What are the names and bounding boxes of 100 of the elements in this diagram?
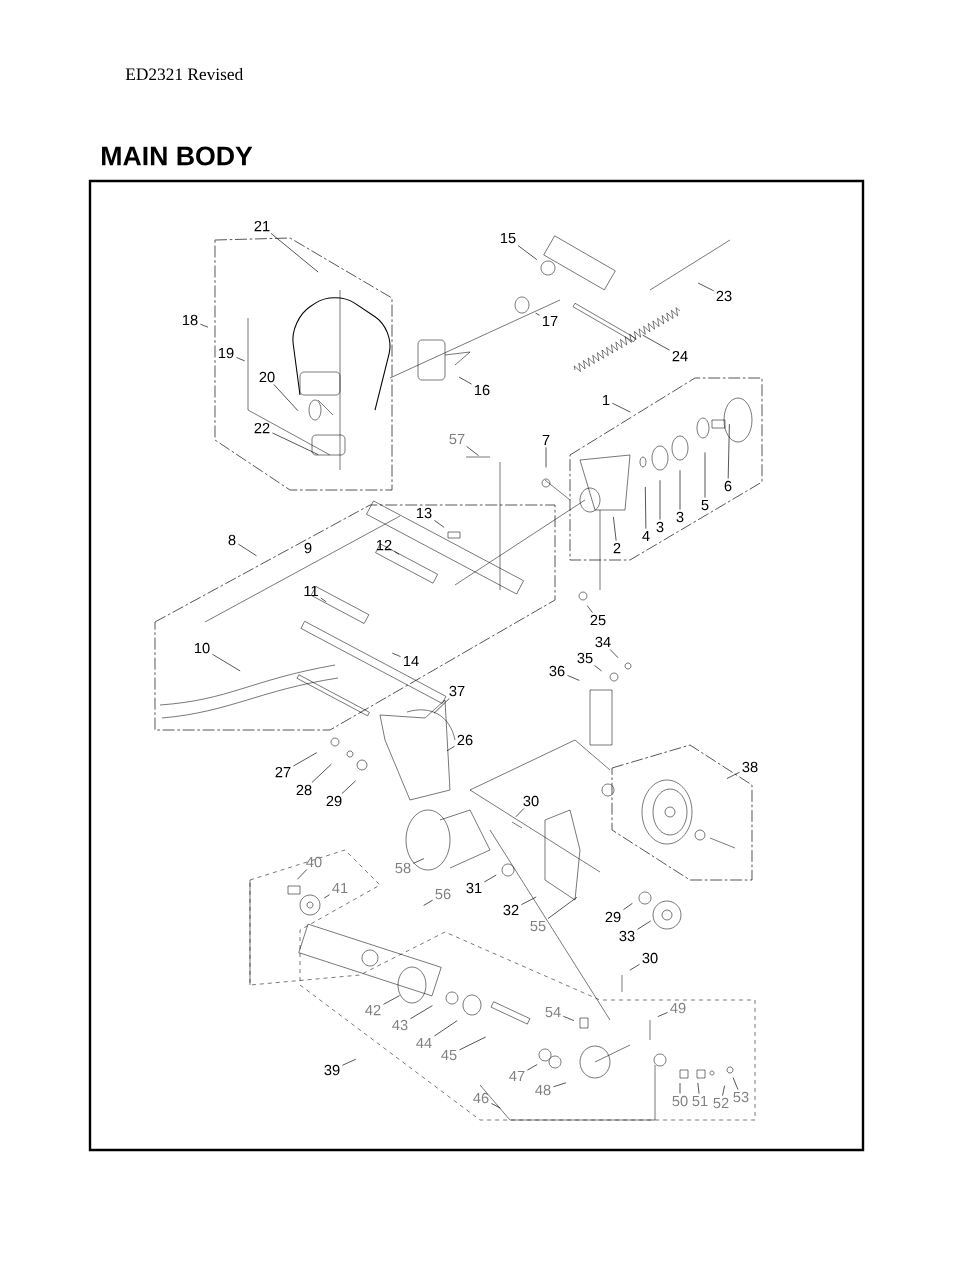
callout-number: 52 bbox=[713, 1097, 729, 1109]
callout-number: 26 bbox=[457, 734, 473, 746]
leader-line bbox=[311, 763, 332, 783]
callout-number: 30 bbox=[642, 952, 658, 964]
callout-number: 12 bbox=[376, 539, 392, 551]
leader-line bbox=[323, 894, 330, 899]
callout-number: 7 bbox=[542, 435, 550, 446]
callout-number: 51 bbox=[692, 1095, 708, 1107]
callout-number: 48 bbox=[535, 1084, 551, 1096]
leader-line bbox=[410, 1005, 433, 1020]
callout-number: 3 bbox=[676, 511, 684, 523]
callout-number: 56 bbox=[435, 888, 451, 900]
callout-number: 29 bbox=[326, 795, 342, 807]
leader-line bbox=[320, 597, 327, 603]
callout-number: 44 bbox=[416, 1038, 432, 1049]
callout-number: 5 bbox=[701, 499, 709, 511]
callout-number: 41 bbox=[332, 883, 348, 894]
leader-line bbox=[697, 1082, 700, 1094]
leader-line bbox=[535, 312, 540, 316]
revision-note: ED2321 Revised bbox=[125, 67, 243, 81]
leader-line bbox=[293, 752, 318, 767]
callout-number: 49 bbox=[670, 1002, 686, 1014]
callout-number: 39 bbox=[324, 1064, 340, 1076]
leader-line bbox=[446, 745, 455, 752]
leader-line bbox=[644, 486, 647, 530]
leader-line bbox=[466, 446, 479, 456]
callout-number: 4 bbox=[642, 531, 650, 542]
leader-line bbox=[527, 1064, 538, 1071]
callout-number: 29 bbox=[605, 911, 621, 923]
callout-number: 43 bbox=[392, 1019, 408, 1031]
callout-number: 17 bbox=[542, 315, 558, 327]
callout-number: 1 bbox=[603, 395, 610, 406]
leader-line bbox=[586, 605, 593, 613]
callout-number: 58 bbox=[395, 862, 411, 874]
callout-number: 15 bbox=[500, 232, 516, 244]
callout-number: 45 bbox=[441, 1049, 457, 1061]
leader-line bbox=[458, 376, 472, 385]
callout-number: 6 bbox=[724, 480, 732, 492]
callout-number: 40 bbox=[306, 856, 322, 868]
callout-number: 13 bbox=[416, 507, 432, 519]
callout-number: 25 bbox=[590, 614, 606, 626]
callout-number: 21 bbox=[254, 220, 270, 232]
leader-line bbox=[727, 423, 730, 479]
callout-number: 42 bbox=[365, 1004, 381, 1016]
leader-line bbox=[704, 452, 706, 498]
leader-line bbox=[623, 902, 633, 910]
callout-number: 28 bbox=[296, 784, 312, 796]
callout-number: 30 bbox=[523, 795, 539, 807]
leader-line bbox=[238, 543, 257, 557]
callout-number: 22 bbox=[254, 422, 270, 434]
callout-number: 50 bbox=[672, 1095, 688, 1107]
leader-line bbox=[612, 402, 631, 413]
callout-number: 27 bbox=[275, 766, 291, 778]
leader-line bbox=[697, 282, 714, 292]
leader-line bbox=[341, 780, 356, 794]
leader-line bbox=[272, 432, 319, 455]
leader-line bbox=[391, 652, 401, 657]
leader-line bbox=[491, 1103, 501, 1109]
callout-number: 16 bbox=[474, 384, 490, 396]
leader-line bbox=[394, 551, 400, 555]
leader-line bbox=[629, 963, 640, 971]
callout-number: 38 bbox=[742, 761, 758, 773]
callout-number: 8 bbox=[228, 534, 236, 546]
leader-line bbox=[200, 323, 209, 328]
leader-line bbox=[434, 1020, 458, 1037]
leader-line bbox=[726, 771, 740, 779]
leader-line bbox=[563, 1015, 575, 1021]
callout-number: 34 bbox=[595, 636, 611, 648]
leader-line bbox=[413, 858, 425, 864]
leader-line bbox=[297, 869, 308, 880]
leader-line bbox=[423, 899, 433, 906]
callout-number: 2 bbox=[613, 542, 621, 554]
leader-line bbox=[212, 653, 241, 672]
callout-number: 24 bbox=[672, 350, 688, 362]
leader-line bbox=[659, 479, 661, 520]
leader-line bbox=[521, 896, 537, 905]
callout-number: 46 bbox=[473, 1092, 489, 1104]
callout-number: 10 bbox=[194, 642, 210, 654]
leader-line bbox=[679, 469, 681, 510]
callout-number: 57 bbox=[449, 433, 465, 445]
leader-line bbox=[679, 1082, 681, 1094]
leader-line bbox=[732, 1077, 739, 1090]
callout-number: 19 bbox=[218, 347, 234, 359]
leader-line bbox=[517, 245, 538, 260]
leader-line bbox=[545, 447, 547, 468]
leader-line bbox=[459, 1036, 487, 1051]
callout-number: 31 bbox=[466, 882, 482, 894]
leader-line bbox=[433, 698, 450, 714]
callout-number: 20 bbox=[259, 371, 275, 383]
callout-number: 53 bbox=[733, 1091, 749, 1103]
callout-number: 23 bbox=[716, 290, 732, 302]
leader-line bbox=[434, 520, 445, 528]
leader-line bbox=[270, 233, 319, 273]
leader-line bbox=[273, 384, 299, 412]
leader-line bbox=[567, 675, 580, 681]
callout-number: 32 bbox=[503, 904, 519, 916]
leader-line bbox=[722, 1085, 725, 1096]
leader-line bbox=[637, 920, 652, 930]
leader-line bbox=[594, 665, 602, 672]
callout-number: 36 bbox=[549, 665, 565, 677]
